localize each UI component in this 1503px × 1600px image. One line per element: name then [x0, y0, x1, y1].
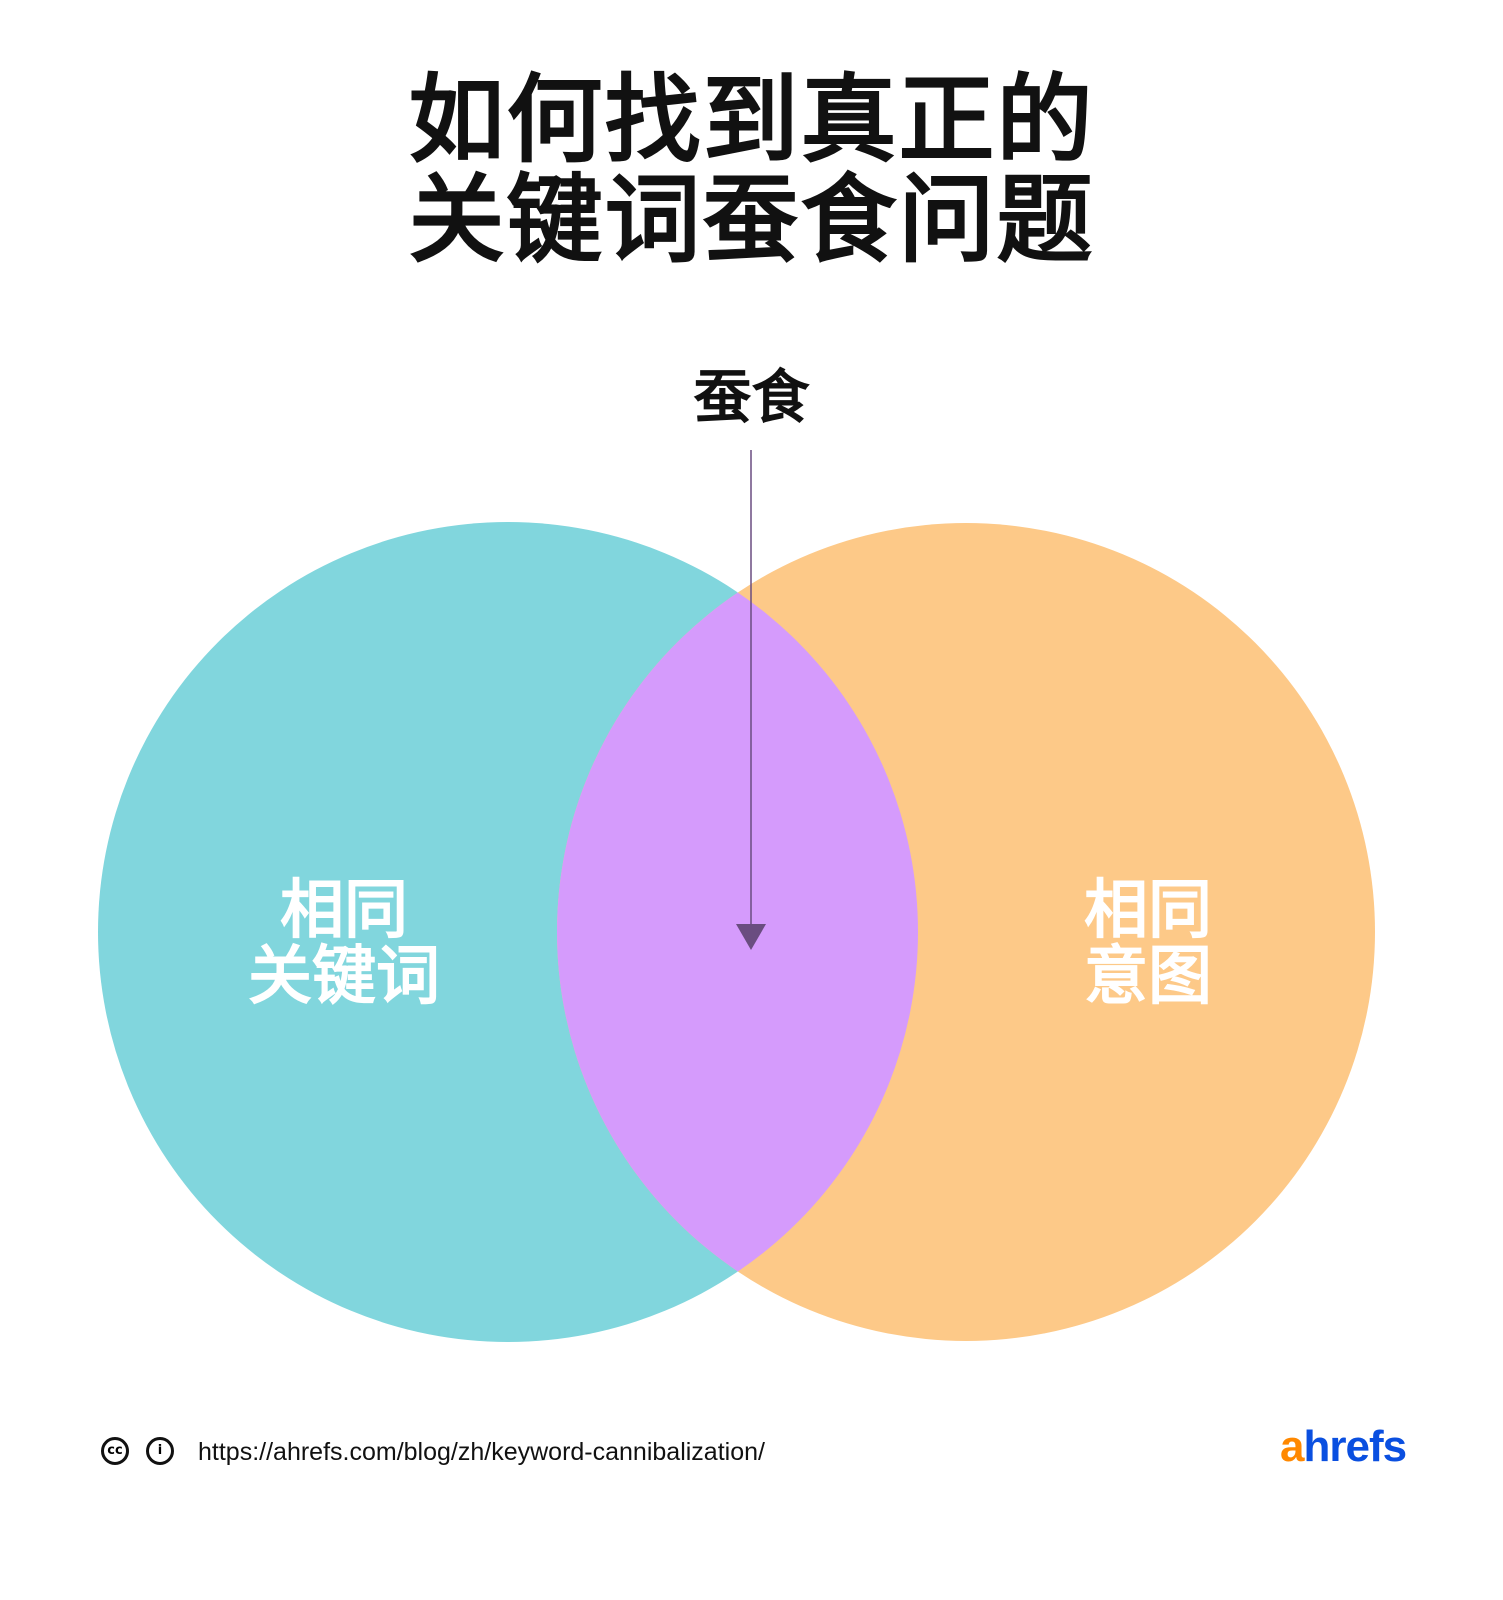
- label-line: 关键词: [248, 940, 440, 1014]
- label-line: 意图: [1084, 940, 1212, 1014]
- logo-a: a: [1280, 1422, 1305, 1471]
- label-line: 相同: [280, 874, 408, 948]
- overlap-region: [557, 523, 918, 1341]
- ahrefs-logo: ahrefs: [1280, 1422, 1407, 1472]
- title-line-1: 如何找到真正的: [408, 64, 1095, 176]
- source-url[interactable]: https://ahrefs.com/blog/zh/keyword-canni…: [198, 1438, 765, 1466]
- same-keyword-label: 相同 关键词: [194, 878, 494, 1010]
- attribution-icon: i: [146, 1437, 174, 1465]
- cc-icon: cc: [101, 1437, 129, 1465]
- logo-rest: hrefs: [1303, 1422, 1407, 1471]
- same-intent-label: 相同 意图: [998, 878, 1298, 1010]
- title-line-2: 关键词蚕食问题: [408, 164, 1095, 276]
- cannibalization-label: 蚕食: [693, 363, 810, 431]
- arrow-head-icon: [736, 924, 766, 950]
- page-title: 如何找到真正的 关键词蚕食问题: [0, 70, 1503, 270]
- label-line: 相同: [1084, 874, 1212, 948]
